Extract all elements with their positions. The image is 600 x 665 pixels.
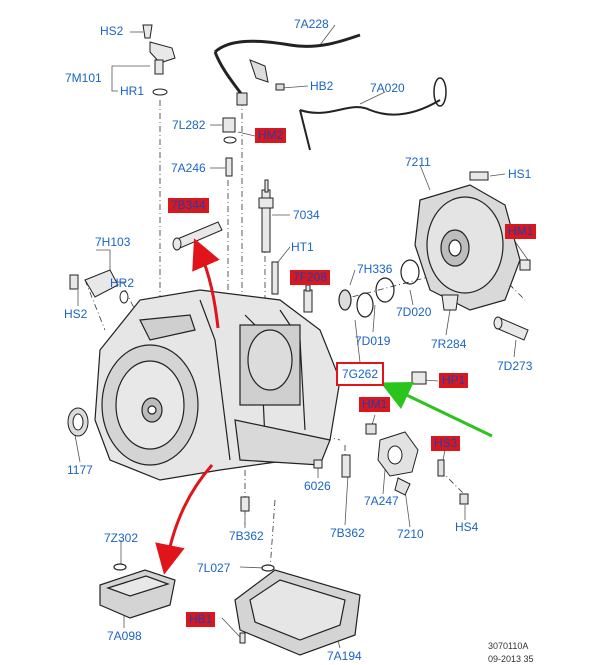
label-7A247: 7A247 xyxy=(364,494,399,508)
label-7B362-right: 7B362 xyxy=(330,526,365,540)
centerlines xyxy=(84,100,526,571)
seal-1177 xyxy=(67,407,89,437)
label-HT1: HT1 xyxy=(291,240,314,254)
label-7210: 7210 xyxy=(397,527,424,541)
label-HM2: HM2 xyxy=(255,128,287,143)
speed-sensor-part xyxy=(142,24,176,96)
label-7F208: 7F208 xyxy=(290,270,331,285)
label-7L282: 7L282 xyxy=(172,118,206,132)
label-6026: 6026 xyxy=(304,479,331,493)
label-HS3: HS3 xyxy=(431,436,461,451)
footer-date: 09-2013 35 xyxy=(488,654,534,664)
label-HS1: HS1 xyxy=(508,167,532,181)
label-7D019: 7D019 xyxy=(355,334,391,348)
label-7A098: 7A098 xyxy=(107,629,142,643)
clamps-seals xyxy=(338,259,459,318)
label-7D273: 7D273 xyxy=(497,359,533,373)
label-HR2: HR2 xyxy=(110,276,135,290)
plug-HP1 xyxy=(411,371,427,385)
red-arrow-lower xyxy=(155,464,214,575)
label-7Z302: 7Z302 xyxy=(104,531,139,545)
sensor-7H103 xyxy=(69,269,129,304)
label-HS4: HS4 xyxy=(455,520,479,534)
small-parts xyxy=(222,117,237,177)
filler-tube xyxy=(172,221,223,251)
label-HR1: HR1 xyxy=(120,84,145,98)
label-7A020: 7A020 xyxy=(370,81,405,95)
bottom-small-parts xyxy=(240,454,351,512)
label-7H336: 7H336 xyxy=(357,262,393,276)
label-7B362-left: 7B362 xyxy=(229,529,264,543)
dipstick-tube xyxy=(213,33,361,106)
oil-pan-7A194 xyxy=(234,564,361,656)
label-7B344: 7B344 xyxy=(168,198,209,213)
label-HP1: HP1 xyxy=(439,373,469,388)
label-7D020: 7D020 xyxy=(396,305,432,319)
label-7R284: 7R284 xyxy=(431,337,467,351)
label-7211: 7211 xyxy=(405,155,431,169)
range-sensor xyxy=(365,423,469,505)
dipstick xyxy=(299,77,447,151)
sensor-7D273 xyxy=(493,316,529,341)
label-7A194: 7A194 xyxy=(327,649,362,663)
transmission-body xyxy=(94,289,341,481)
red-arrow-upper xyxy=(192,238,220,329)
label-7G262: 7G262 xyxy=(336,362,385,386)
label-HS2-top: HS2 xyxy=(100,24,124,38)
label-7A228: 7A228 xyxy=(294,17,329,31)
label-HM1-right: HM1 xyxy=(505,224,537,239)
label-HB2: HB2 xyxy=(310,79,334,93)
housing-7211 xyxy=(414,171,531,311)
label-7H103: 7H103 xyxy=(95,235,131,249)
filter-7A098 xyxy=(99,563,176,619)
label-7M101: 7M101 xyxy=(65,71,102,85)
shaft-7034 xyxy=(258,179,274,253)
label-7034: 7034 xyxy=(293,208,320,222)
label-HM1-mid: HM1 xyxy=(359,397,391,412)
bolts-middle xyxy=(271,261,313,313)
label-7L027: 7L027 xyxy=(197,561,231,575)
label-HS2-left: HS2 xyxy=(64,307,88,321)
label-HB1: HB1 xyxy=(186,612,216,627)
label-7A246: 7A246 xyxy=(171,161,206,175)
green-arrow xyxy=(380,381,493,438)
footer-code: 3070110A xyxy=(488,641,529,651)
label-1177: 1177 xyxy=(67,463,93,477)
